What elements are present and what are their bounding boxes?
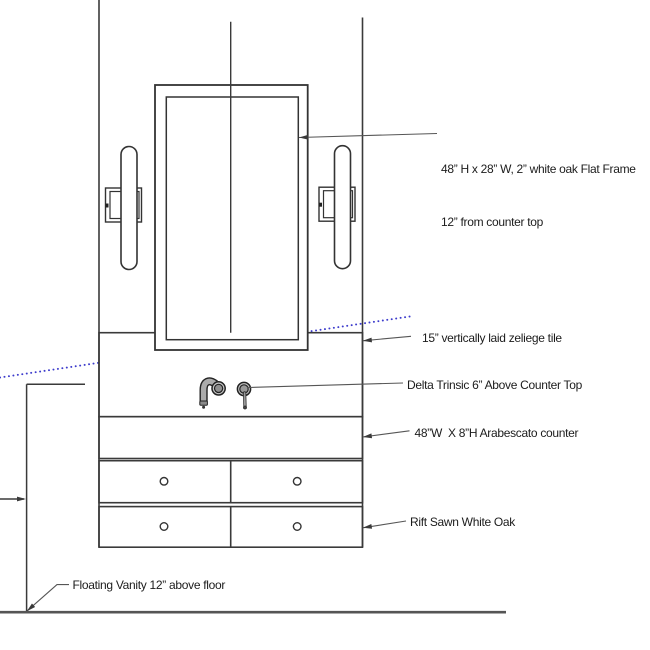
arrowhead-tile [362, 337, 372, 343]
arrowhead-cabinet [362, 524, 373, 529]
faucet-spout [200, 378, 218, 402]
sconce-mount-dot [319, 202, 322, 207]
faucet-aerator-tip [202, 405, 206, 409]
annotation-cabinet: Rift Sawn White Oak [410, 515, 516, 529]
side-wall-section [0, 383, 85, 612]
leader-mirror-frame [298, 132, 438, 139]
drawer-knob [292, 476, 302, 486]
drawer-knob [159, 476, 169, 486]
right-sconce [318, 144, 356, 270]
annotation-mirror-frame-line1: 48” H x 28” W, 2” white oak Flat Frame [441, 162, 636, 176]
faucet [199, 377, 252, 410]
arrowheads [17, 134, 373, 612]
arrowhead-mirror-frame [299, 134, 309, 140]
counter-band [98, 415, 364, 460]
sconce-mount-dot [105, 203, 109, 208]
annotation-counter: 48”W X 8”H Arabescato counter [414, 426, 579, 440]
annotation-vanity: Floating Vanity 12” above floor [72, 577, 226, 592]
annotation-mirror-frame-line2: 12” from counter top [441, 214, 544, 229]
drawer-knob [292, 522, 302, 532]
arrowhead-counter [362, 433, 373, 439]
arrowhead-vanity [26, 603, 36, 612]
mirror-inner-frame [165, 96, 300, 341]
drawer-knob [159, 522, 169, 532]
faucet-lever-tip [243, 405, 247, 410]
drawer-row-top [98, 459, 364, 504]
leader-vanity [26, 584, 69, 612]
faucet-aerator [199, 400, 208, 406]
left-sconce [104, 145, 143, 271]
leader-faucet [247, 382, 404, 389]
sconce-tube [120, 145, 138, 271]
annotation-mirror-frame: 48” H x 28” W, 2” white oak Flat Frame 1… [441, 126, 636, 266]
annotation-faucet: Delta Trinsic 6” Above Counter Top [407, 377, 583, 392]
drawer-row-bottom [98, 505, 364, 549]
faucet-spout-escutcheon-inner [213, 383, 224, 394]
sconce-tube [333, 144, 352, 270]
annotation-tile: 15” vertically laid zeliege tile [422, 330, 562, 345]
